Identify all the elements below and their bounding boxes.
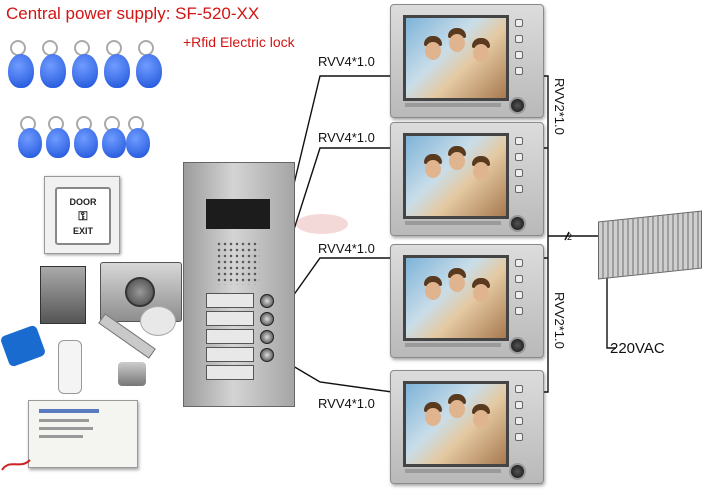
- rfid-tag-icon: [18, 128, 42, 158]
- call-button-5[interactable]: [206, 365, 254, 380]
- rfid-tag-icon: [72, 54, 98, 88]
- rfid-tag-icon: [104, 54, 130, 88]
- bus-label-lower: RVV2*1.0: [552, 292, 567, 349]
- call-button-1[interactable]: [206, 293, 254, 308]
- outdoor-door-panel: [183, 162, 295, 407]
- bus-label-upper: RVV2*1.0: [552, 78, 567, 135]
- camera-lens-icon: [509, 215, 526, 232]
- monitor-screen: [403, 255, 509, 341]
- call-knob-icon: [260, 294, 274, 308]
- indoor-monitor-4: [390, 370, 544, 484]
- camera-lens-icon: [509, 463, 526, 480]
- exit-button-face: DOOR ⚿ EXIT: [55, 187, 111, 245]
- rfid-tag-icon: [126, 128, 150, 158]
- remote-control-icon: [58, 340, 82, 394]
- camera-lens-icon: [509, 337, 526, 354]
- indoor-monitor-1: [390, 4, 544, 118]
- rfid-reader-disc: [140, 306, 176, 336]
- call-knob-icon: [260, 348, 274, 362]
- call-knob-icon: [260, 330, 274, 344]
- key-icon: ⚿: [78, 209, 88, 223]
- panel-camera-window: [206, 199, 270, 229]
- rfid-tag-icon: [46, 128, 70, 158]
- panel-speaker-grill: [216, 241, 260, 285]
- monitor-screen: [403, 133, 509, 219]
- tick-mark: [564, 231, 570, 241]
- camera-lens-icon: [509, 97, 526, 114]
- keys-icon: [118, 362, 146, 386]
- rfid-tag-icon: [136, 54, 162, 88]
- cable-label-3: RVV4*1.0: [318, 241, 375, 256]
- speaker-grille: [405, 221, 501, 225]
- cable-label-1: RVV4*1.0: [318, 54, 375, 69]
- junction-count-label: 2: [567, 232, 573, 242]
- rfid-tag-icon: [8, 54, 34, 88]
- rfid-tag-icon: [40, 54, 66, 88]
- call-button-3[interactable]: [206, 329, 254, 344]
- monitor-screen: [403, 381, 509, 467]
- indoor-monitor-2: [390, 122, 544, 236]
- mains-line: [606, 262, 616, 349]
- lock-cylinder-icon: [125, 277, 155, 307]
- speaker-grille: [405, 343, 501, 347]
- rfid-tag-icon: [74, 128, 98, 158]
- rfid-tag-icon: [102, 128, 126, 158]
- speaker-grille: [405, 103, 501, 107]
- mains-label: 220VAC: [610, 340, 665, 357]
- door-exit-button[interactable]: DOOR ⚿ EXIT: [44, 176, 120, 254]
- diagram-title: Central power supply: SF-520-XX: [6, 4, 260, 23]
- exit-text-exit: EXIT: [72, 226, 93, 236]
- power-cord: [1, 459, 31, 471]
- speaker-grille: [405, 469, 501, 473]
- watermark-logo: [296, 214, 348, 234]
- lock-power-supply-box: [28, 400, 138, 468]
- call-button-2[interactable]: [206, 311, 254, 326]
- call-knob-icon: [260, 312, 274, 326]
- central-power-supply: [598, 210, 702, 280]
- indoor-monitor-3: [390, 244, 544, 358]
- call-button-4[interactable]: [206, 347, 254, 362]
- exit-text-door: DOOR: [69, 197, 97, 207]
- lock-strike-plate: [40, 266, 86, 324]
- cable-label-2: RVV4*1.0: [318, 130, 375, 145]
- monitor-screen: [403, 15, 509, 101]
- cable-label-4: RVV4*1.0: [318, 396, 375, 411]
- diagram-subtitle: +Rfid Electric lock: [183, 34, 295, 50]
